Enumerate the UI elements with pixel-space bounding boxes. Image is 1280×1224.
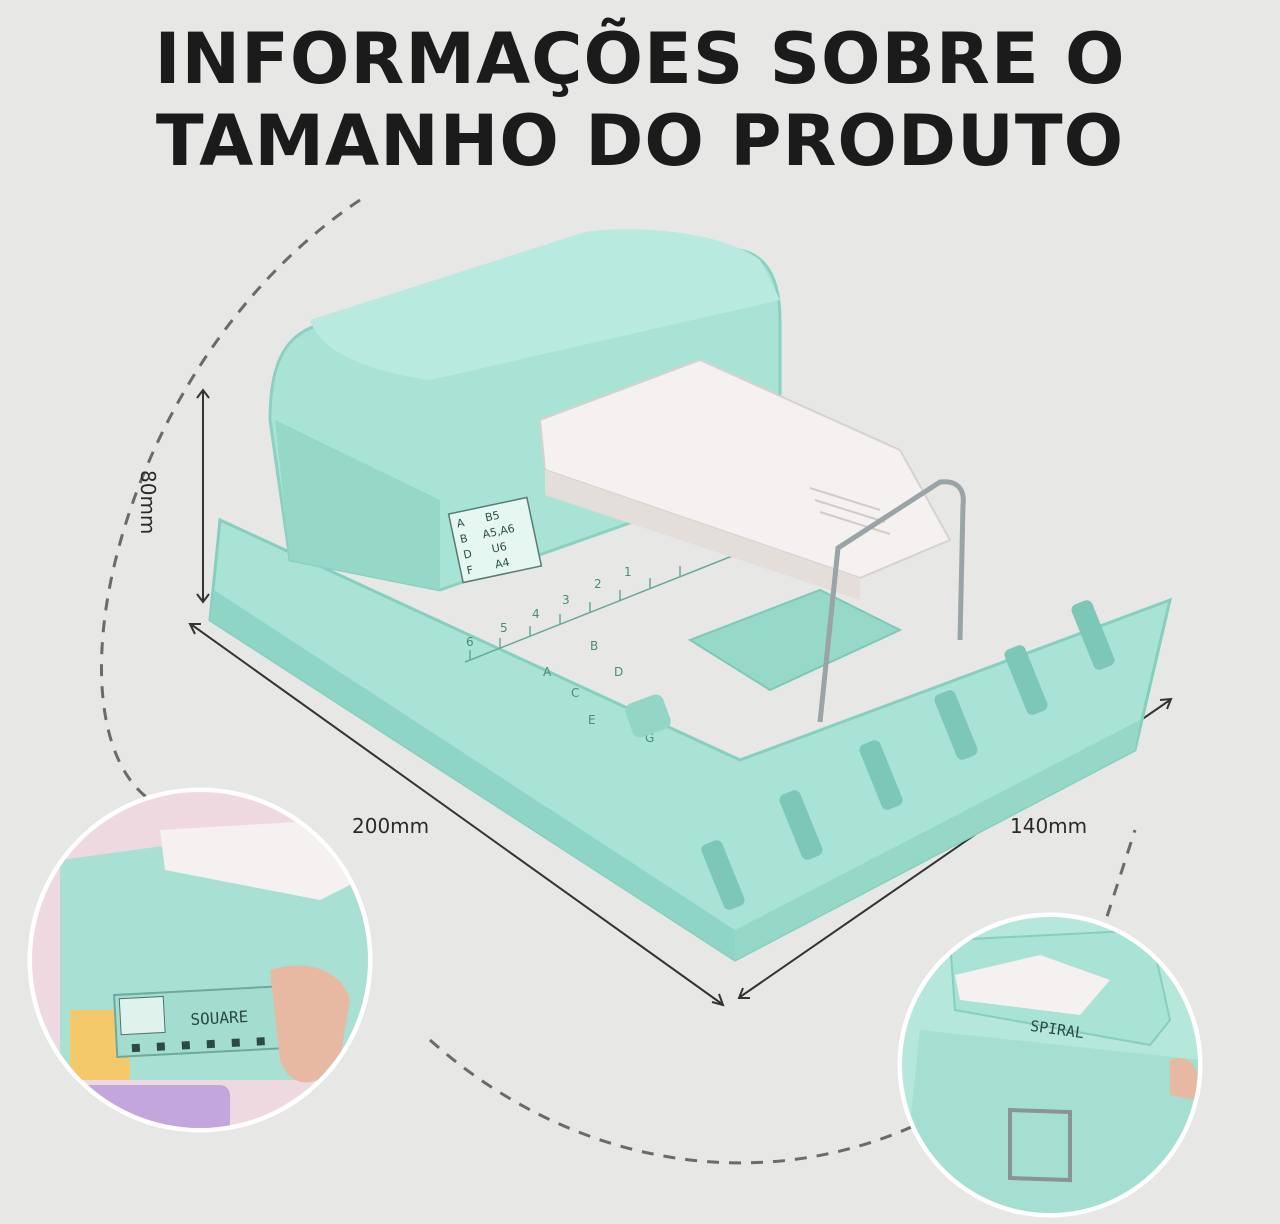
ruler-number: 4 <box>532 607 540 621</box>
base-mark: A <box>543 665 552 679</box>
height-label: 80mm <box>136 470 160 535</box>
housing-top <box>310 229 780 380</box>
depth-label: 140mm <box>1010 814 1088 838</box>
title-line-1: INFORMAÇÕES SOBRE O <box>154 18 1126 100</box>
base-mark: E <box>588 713 596 727</box>
size-format: U6 <box>491 540 508 556</box>
square-insert-label: SOUARE <box>190 1007 249 1029</box>
ruler-number: 1 <box>624 565 632 579</box>
spiral-mode-inset: SPIRAL <box>897 912 1203 1218</box>
ruler-number: 2 <box>594 577 602 591</box>
ruler-number: 5 <box>500 621 508 635</box>
size-code: A <box>456 516 467 530</box>
base-front-face <box>210 590 735 960</box>
handle-grip <box>809 487 891 535</box>
size-format: B5 <box>484 509 501 525</box>
ruler-number: 3 <box>562 593 570 607</box>
base-mark: C <box>571 686 579 700</box>
comb-slots <box>701 600 1115 910</box>
ruler-number: 6 <box>466 635 474 649</box>
width-label: 200mm <box>352 814 430 838</box>
base-right-face <box>735 720 1140 960</box>
size-table <box>447 496 543 584</box>
binding-machine: 6 5 4 3 2 1 A B C D E G A B5 B A5,A6 D U… <box>208 229 1173 962</box>
base-mark: D <box>614 665 623 679</box>
width-dimension-line <box>188 623 725 1007</box>
size-format: A4 <box>494 556 511 572</box>
square-mode-inset: SOUARE <box>27 787 373 1133</box>
size-code: D <box>462 547 473 561</box>
base-ruler <box>464 544 761 663</box>
title-line-2: TAMANHO DO PRODUTO <box>155 100 1125 182</box>
housing-front <box>275 420 440 590</box>
base-mark: G <box>645 731 654 745</box>
size-code: B <box>459 532 469 546</box>
guide-knob <box>625 694 671 738</box>
base-mark: B <box>590 639 598 653</box>
height-dimension-line <box>196 388 210 604</box>
paper-guide <box>687 588 903 692</box>
page-title: INFORMAÇÕES SOBRE O TAMANHO DO PRODUTO <box>0 18 1280 182</box>
handle-front <box>545 470 860 600</box>
size-code: F <box>465 563 474 577</box>
wire-stand <box>817 479 966 723</box>
